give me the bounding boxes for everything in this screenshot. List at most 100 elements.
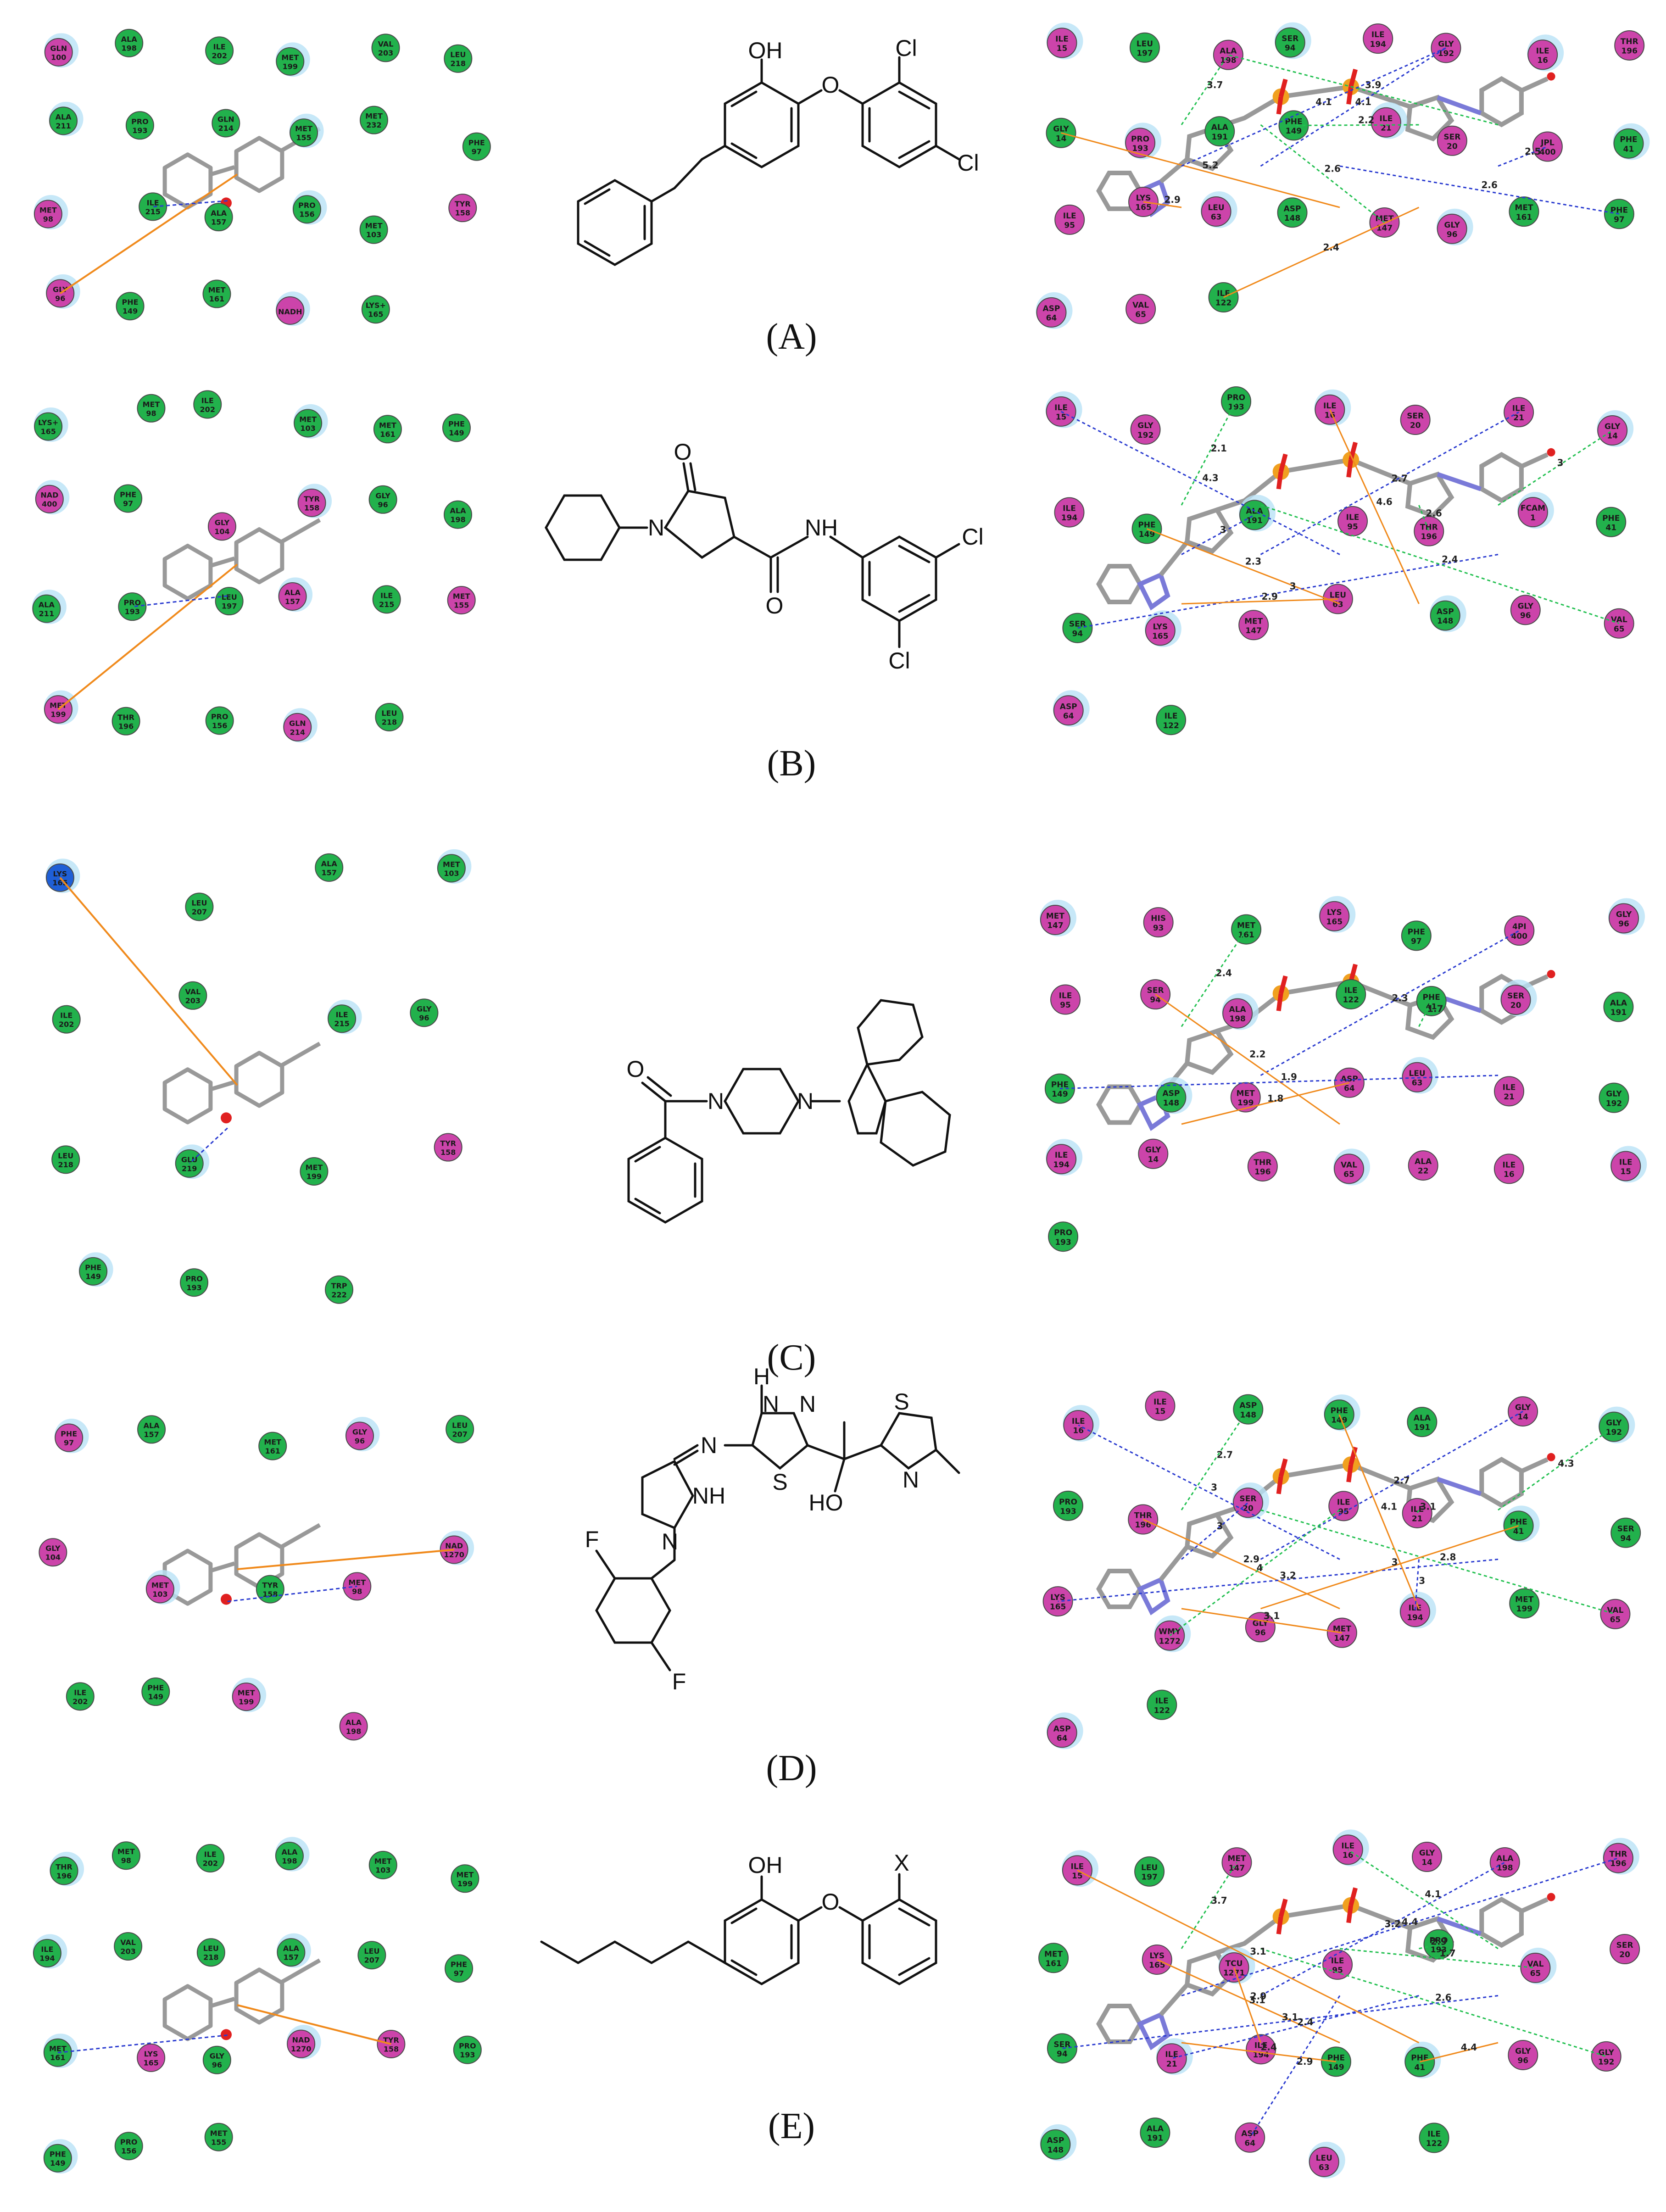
residue-number: 400 (42, 500, 57, 508)
residue-name: THR (1420, 523, 1438, 532)
residue-number: 96 (1618, 919, 1629, 929)
atom-e-oh: OH (748, 1852, 783, 1878)
residue-met-199 (300, 1157, 329, 1186)
residue-pro-193 (1048, 1221, 1079, 1252)
residue-name: MET (50, 701, 67, 710)
residue-fcam-1 (1517, 497, 1548, 528)
residue-leu-218 (375, 702, 404, 731)
residue-name: LEU (191, 898, 207, 907)
atom-a-o: O (822, 72, 840, 98)
residue-name: ALA (1496, 1854, 1514, 1863)
residue-ala-211 (32, 594, 61, 623)
residue-number: 103 (375, 1866, 390, 1874)
residue-number: 194 (1407, 1613, 1423, 1622)
residue-number: 98 (352, 1587, 362, 1596)
distance-label: 2.7 (1217, 1449, 1233, 1460)
residue-name: SER (1069, 620, 1086, 629)
residue-number: 64 (1244, 2139, 1255, 2148)
residue-name: PRO (1059, 1498, 1077, 1507)
residue-number: 96 (1517, 2056, 1528, 2066)
residue-number: 161 (209, 295, 224, 303)
residue-gly-96 (410, 998, 439, 1027)
residue-phe-41 (1416, 986, 1447, 1016)
residue-ser-94 (1275, 27, 1305, 58)
residue-name: MET (295, 124, 312, 133)
residue-number: 103 (300, 424, 315, 433)
residue-name: SER (1053, 2040, 1070, 2049)
residue-number: 95 (1332, 1966, 1343, 1975)
residue-number: 20 (1619, 1950, 1630, 1960)
residue-number: 207 (452, 1430, 467, 1438)
distance-label: 2.4 (1323, 242, 1339, 253)
residue-name: NAD (292, 2036, 310, 2045)
residue-gly-96 (1510, 595, 1541, 625)
residue-phe-97 (462, 132, 491, 161)
residue-number: 215 (145, 207, 160, 216)
distance-label: 2.9 (1243, 1554, 1259, 1565)
distance-label: 2.9 (1431, 1936, 1447, 1947)
residue-number: 158 (455, 209, 470, 217)
residue-ile-16 (1493, 1153, 1524, 1184)
residue-number: 155 (454, 601, 469, 610)
residue-pro-193 (1125, 128, 1156, 158)
residue-number: 157 (144, 1430, 159, 1439)
residue-number: 14 (1421, 1858, 1432, 1867)
residue-ser-20 (1232, 1488, 1263, 1518)
distance-label: 2.7 (1392, 473, 1408, 484)
residue-number: 149 (123, 307, 138, 316)
residue-name: ILE (201, 396, 214, 405)
residue-name: PRO (1054, 1228, 1072, 1237)
atom-d-n1: N (763, 1391, 779, 1417)
distance-label: 3.7 (1207, 79, 1223, 90)
residue-gly-192 (1130, 414, 1161, 445)
residue-name: GLN (289, 719, 306, 728)
residue-ser-94 (1062, 613, 1093, 643)
residue-name: MET (151, 1581, 169, 1589)
residue-number: 1271 (1223, 1969, 1245, 1978)
residue-name: LEU (381, 709, 397, 718)
atom-c-n1: N (708, 1088, 724, 1114)
residue-name: THR (1134, 1511, 1152, 1521)
residue-name: ALA (121, 35, 138, 44)
residue-pro-193 (453, 2035, 482, 2064)
residue-number: 191 (1212, 133, 1228, 142)
residue-number: 400 (1511, 932, 1528, 941)
residue-name: MET (457, 1870, 474, 1879)
residue-gly-96 (202, 2045, 231, 2074)
residue-ala-157 (277, 1938, 306, 1967)
residue-name: GLN (50, 44, 67, 53)
residue-name: GLY (1053, 125, 1069, 134)
residue-name: GLY (1515, 1403, 1531, 1412)
residue-name: ILE (1063, 212, 1076, 221)
residue-number: 232 (366, 121, 381, 129)
residue-gly-192 (1599, 1411, 1629, 1442)
distance-label: 2.9 (1165, 194, 1181, 205)
residue-name: PHE (61, 1430, 77, 1438)
residue-leu-63 (1309, 2146, 1339, 2177)
residue-lys-165 (361, 295, 390, 324)
residue-number: 165 (368, 310, 383, 319)
residue-name: ALA (144, 1421, 160, 1430)
residue-gly-192 (1431, 33, 1461, 63)
residue-number: 96 (419, 1014, 429, 1022)
residue-number: 198 (1497, 1864, 1513, 1873)
residue-ile-194 (1363, 23, 1393, 54)
distance-label: 2.3 (1245, 556, 1261, 567)
residue-number: 15 (1155, 1407, 1166, 1416)
residue-met-161 (258, 1432, 287, 1460)
distance-label: 2.6 (1481, 179, 1497, 190)
distance-label: 2.4 (1216, 968, 1232, 979)
residue-name: ILE (1063, 504, 1076, 513)
residue-name: THR (1609, 1850, 1627, 1859)
residue-number: 94 (1072, 629, 1083, 638)
residue-name: GLY (417, 1004, 432, 1013)
residue-number: 192 (1438, 49, 1454, 58)
residue-number: 93 (1153, 924, 1164, 933)
distance-label: 4.3 (1202, 473, 1218, 484)
residue-name: PHE (1327, 2053, 1345, 2062)
residue-ile-215 (328, 1004, 357, 1033)
distance-label: 2.8 (1440, 1551, 1456, 1562)
residue-ile-16 (1527, 39, 1558, 70)
